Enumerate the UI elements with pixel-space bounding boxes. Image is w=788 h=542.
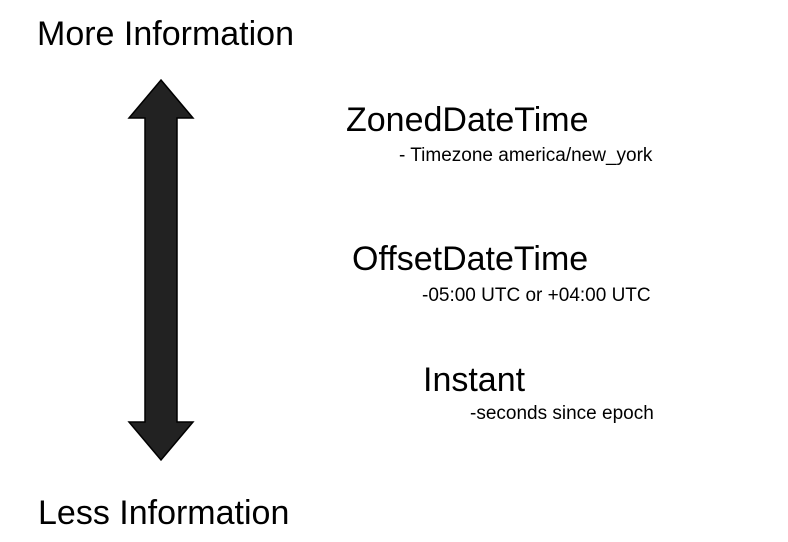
more-information-label: More Information [37, 15, 294, 53]
offset-date-time-title: OffsetDateTime [352, 240, 589, 278]
less-information-label: Less Information [38, 494, 290, 532]
instant-title: Instant [423, 361, 526, 399]
instant-description: -seconds since epoch [470, 403, 654, 424]
zoned-date-time-description: - Timezone america/new_york [399, 145, 653, 166]
zoned-date-time-title: ZonedDateTime [346, 101, 589, 139]
double-headed-arrow-shape [127, 78, 195, 462]
offset-date-time-description: -05:00 UTC or +04:00 UTC [422, 285, 651, 306]
